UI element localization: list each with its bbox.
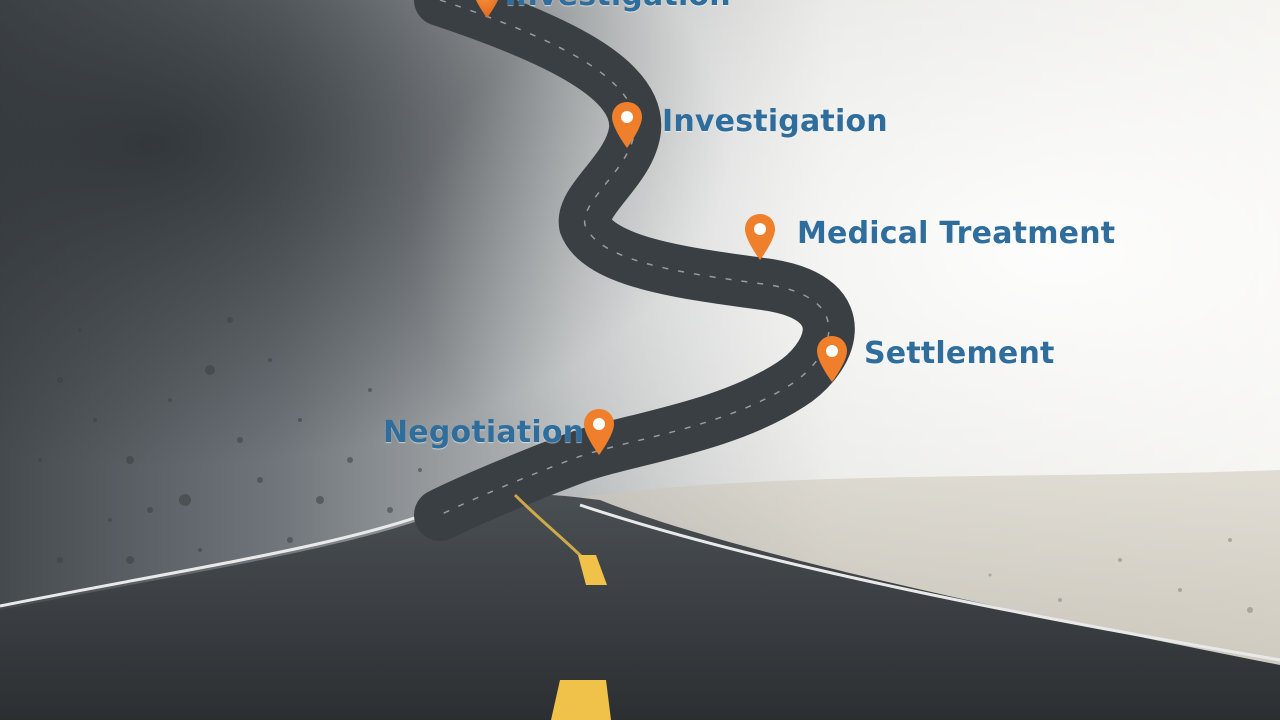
milestone-label-negotiation: Negotiation	[383, 415, 585, 450]
milestone-label-settlement: Settlement	[864, 336, 1055, 371]
map-pin-icon	[817, 336, 847, 382]
milestone-label-investigation: Investigation	[662, 104, 888, 139]
map-pin-icon	[584, 409, 614, 455]
milestone-label-top: Investigation	[505, 0, 731, 13]
map-pin-icon	[612, 102, 642, 148]
map-pin-icon	[745, 214, 775, 260]
map-pin-icon	[475, 0, 499, 18]
milestone-label-medical-treatment: Medical Treatment	[797, 216, 1116, 251]
